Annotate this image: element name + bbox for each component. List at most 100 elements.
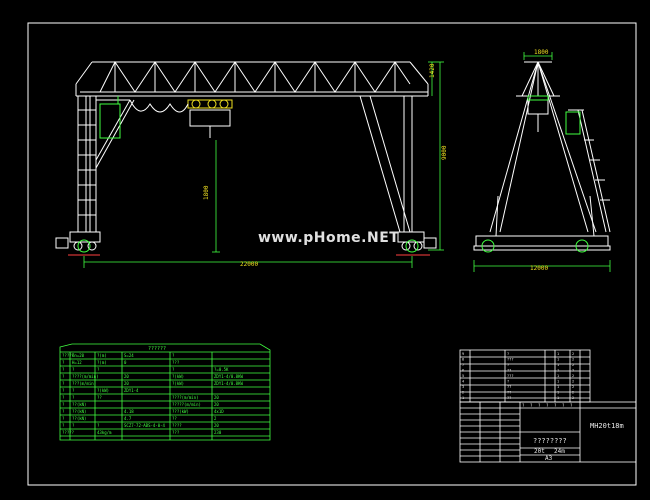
spec-table-cell: ???(m/min) [72, 381, 96, 386]
bom-table-cell: ?? [507, 369, 511, 373]
side-top-dim: 1800 [534, 49, 549, 56]
front-dimensions [83, 61, 444, 268]
spec-table-cell: ? [62, 381, 65, 386]
spec-table-cell: ?? [97, 395, 102, 400]
spec-table-cell: ?=0.5K [214, 367, 229, 372]
spec-table-cell: ? [72, 423, 75, 428]
bom-table-cell: 1 [557, 385, 559, 389]
spec-table-cell: ??(kN) [72, 409, 86, 414]
spec-table-cell: SCZ7-72-ABS-4-0-4 [124, 423, 166, 428]
spec-table-cell: ZDY1-4/0.8KW [214, 381, 243, 386]
bom-table-cell: ? [507, 380, 509, 384]
spec-table-cell: ?(m) [97, 360, 107, 365]
spec-table-cell: 4.18 [124, 409, 134, 414]
spec-table-cell: ? [72, 367, 75, 372]
side-width-dim: 12000 [530, 265, 548, 272]
spec-table-cell: ? [62, 402, 65, 407]
bom-table-cell: 7 [462, 363, 464, 367]
spec-table-cells: ?????Gn=20?(m)S=24??H=12?(m)0????????=0.… [62, 353, 243, 435]
bom-table-cell: 5 [462, 374, 464, 378]
spec-table-cell: ????? [62, 430, 75, 435]
spec-table-cell: ? [172, 353, 175, 358]
spec-table-cell: ??? [172, 430, 180, 435]
title-block-name: ???????? [533, 437, 567, 445]
bom-table-cell: 2 [572, 363, 574, 367]
spec-table-cell: ? [62, 409, 65, 414]
bom-table-cell: 8 [462, 358, 464, 362]
side-dimensions [473, 52, 611, 272]
spec-table-cell: 43kg/m [97, 430, 112, 435]
spec-table [59, 343, 271, 441]
bom-table-cell: 2 [572, 385, 574, 389]
spec-table-cell: H=12 [72, 360, 82, 365]
spec-table-cell: 0 [124, 360, 127, 365]
spec-table-cell: 20 [214, 395, 219, 400]
bom-header-cell: ? [570, 403, 573, 408]
front-top-dim: 1420 [429, 63, 436, 78]
spec-table-cell: ? [97, 423, 100, 428]
spec-table-cell: ???(kW) [172, 409, 189, 414]
bom-table-cell: 1 [557, 380, 559, 384]
side-green-accents [481, 95, 589, 253]
spec-table-cell: 20 [214, 402, 219, 407]
spec-table-cell: ZDY1-4 [124, 388, 139, 393]
title-block-span: 24m [554, 448, 565, 455]
bom-table-cell: ?? [507, 391, 511, 395]
bom-table-cell: 1 [557, 358, 559, 362]
spec-table-cell: ? [62, 423, 65, 428]
spec-table-cell: 4.7 [124, 416, 132, 421]
spec-table-cell: ?(m) [97, 353, 107, 358]
spec-table-cell: ?? [172, 416, 177, 421]
spec-table-cell: ? [62, 367, 65, 372]
spec-table-cell: ? [172, 367, 175, 372]
title-block [459, 401, 637, 463]
bom-header-cell: ? [538, 403, 541, 408]
bom-table-cell: 2 [572, 374, 574, 378]
side-elevation [473, 61, 611, 251]
title-block-capacity: 20t [534, 448, 545, 455]
spec-table-cell: 2 [214, 416, 217, 421]
spec-table-cell: ? [62, 416, 65, 421]
spec-table-cell: 20 [124, 381, 129, 386]
bom-table-cell: 1 [557, 363, 559, 367]
spec-table-cell: ????(m/min) [172, 395, 199, 400]
spec-table-cell: ?(kW) [172, 374, 184, 379]
spec-table-cell: 4x1D [214, 409, 224, 414]
bom-header-cell: ? [562, 403, 565, 408]
bom-table-cell: ? [507, 352, 509, 356]
spec-table-cell: S=24 [124, 353, 134, 358]
bom-table-cell: 2 [462, 391, 464, 395]
spec-table-cell: ? [62, 360, 65, 365]
spec-table-cell: ? [97, 367, 100, 372]
spec-table-cell: ??? [172, 360, 180, 365]
spec-table-title: ?????? [148, 346, 166, 352]
bom-header-cells: ??????? [522, 403, 573, 408]
front-elevation [55, 61, 437, 251]
spec-table-cell: ? [62, 395, 65, 400]
bom-table-cell: 6 [462, 369, 464, 373]
spec-table-cell: Gn=20 [72, 353, 85, 358]
spec-table-cell: ? [62, 374, 65, 379]
spec-table-cell: ?(kW) [172, 381, 184, 386]
watermark: www.pHome.NET [258, 230, 400, 246]
hoist-body [129, 99, 231, 138]
front-lift-dim: 1800 [203, 185, 210, 200]
front-span-dim: 22000 [240, 261, 258, 268]
spec-table-cell: ? [72, 395, 75, 400]
bom-table-cell: ?? [507, 396, 511, 400]
spec-table-cell: ?????(m/min) [172, 402, 201, 407]
hoist-trolley [187, 99, 233, 109]
spec-table-cell: 20 [214, 423, 219, 428]
bom-table-cell: 1 [557, 396, 559, 400]
spec-table-cell: ? [62, 388, 65, 393]
bom-table-cell: 2 [572, 369, 574, 373]
bom-table-cell: 9 [462, 352, 464, 356]
spec-table-cell: ????? [62, 353, 75, 358]
title-block-code: MH20t18m [590, 422, 624, 430]
bom-table-cell: 1 [557, 352, 559, 356]
bom-table-cell: 4 [462, 380, 464, 384]
bom-table-cell: 1 [557, 374, 559, 378]
bom-table-cell: 2 [572, 380, 574, 384]
